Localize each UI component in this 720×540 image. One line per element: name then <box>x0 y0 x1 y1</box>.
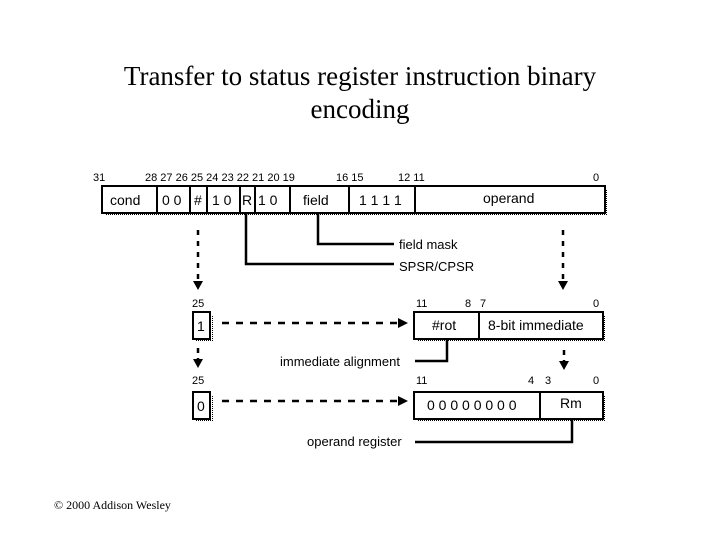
spsr-cpsr-connector <box>244 213 394 266</box>
immediate-row: 25 11 8 7 0 1 #rot 8-bit immediate <box>192 298 606 342</box>
field-cond: cond <box>110 192 140 208</box>
field-operand: operand <box>483 190 534 206</box>
register-operand-box <box>413 391 604 420</box>
immediate-field: 8-bit immediate <box>488 317 584 333</box>
arrowhead <box>193 281 203 290</box>
bit-label-16-15: 16 15 <box>336 172 364 184</box>
bit-label-11: 11 <box>416 298 427 310</box>
bit-label-7: 7 <box>480 298 486 310</box>
bit-label-11: 11 <box>416 375 427 387</box>
rot-field: #rot <box>432 317 456 333</box>
bit-label-3: 3 <box>545 375 551 387</box>
spsr-cpsr-label: SPSR/CPSR <box>399 259 474 274</box>
bit-label-0: 0 <box>593 172 599 184</box>
bit-label-12-11: 12 11 <box>398 172 425 184</box>
bit-label-0: 0 <box>593 298 599 310</box>
flag-box <box>192 311 211 340</box>
bit-label-0: 0 <box>593 375 599 387</box>
field-mask-label: field mask <box>399 237 458 252</box>
bit-label-31: 31 <box>93 172 105 184</box>
field-10: 1 0 <box>212 192 232 208</box>
field-field: field <box>303 192 329 208</box>
rm-field: Rm <box>560 395 582 411</box>
title-line-1: Transfer to status register instruction … <box>123 61 597 91</box>
field-00: 0 0 <box>162 192 182 208</box>
field-1111: 1 1 1 1 <box>359 192 402 208</box>
operand-register-label: operand register <box>307 434 402 449</box>
arrowhead <box>558 281 568 290</box>
main-register: 31 28 27 26 25 24 23 22 21 20 19 16 15 1… <box>93 172 608 216</box>
zeros-field: 0 0 0 0 0 0 0 0 <box>427 397 517 413</box>
arrowhead <box>193 359 203 368</box>
bit-label-25: 25 <box>192 375 204 387</box>
bit-label-4: 4 <box>528 375 534 387</box>
register-box <box>101 185 606 214</box>
copyright-notice: © 2000 Addison Wesley <box>54 498 171 512</box>
immediate-box <box>413 311 604 340</box>
field-10-b: 1 0 <box>258 192 278 208</box>
flag-value-0: 0 <box>197 398 205 414</box>
field-immediate-flag: # <box>194 192 202 208</box>
alignment-connector <box>415 339 449 363</box>
bit-label-28-19: 28 27 26 25 24 23 22 21 20 19 <box>145 172 295 184</box>
arrowhead <box>559 361 569 370</box>
bit-label-25: 25 <box>192 298 204 310</box>
operand-register-connector <box>415 419 574 444</box>
field-r: R <box>242 192 252 208</box>
diagram-title: Transfer to status register instruction … <box>0 60 720 126</box>
flag-box <box>192 391 211 420</box>
register-row: 25 11 4 3 0 0 0 0 0 0 0 0 0 0 Rm <box>192 375 606 422</box>
flag-value-1: 1 <box>197 318 205 334</box>
arrowhead <box>398 318 408 328</box>
immediate-alignment-label: immediate alignment <box>280 354 400 369</box>
arrowhead <box>398 396 408 406</box>
title-line-2: encoding <box>310 94 410 124</box>
field-mask-connector <box>316 213 394 246</box>
bit-label-8: 8 <box>465 298 471 310</box>
